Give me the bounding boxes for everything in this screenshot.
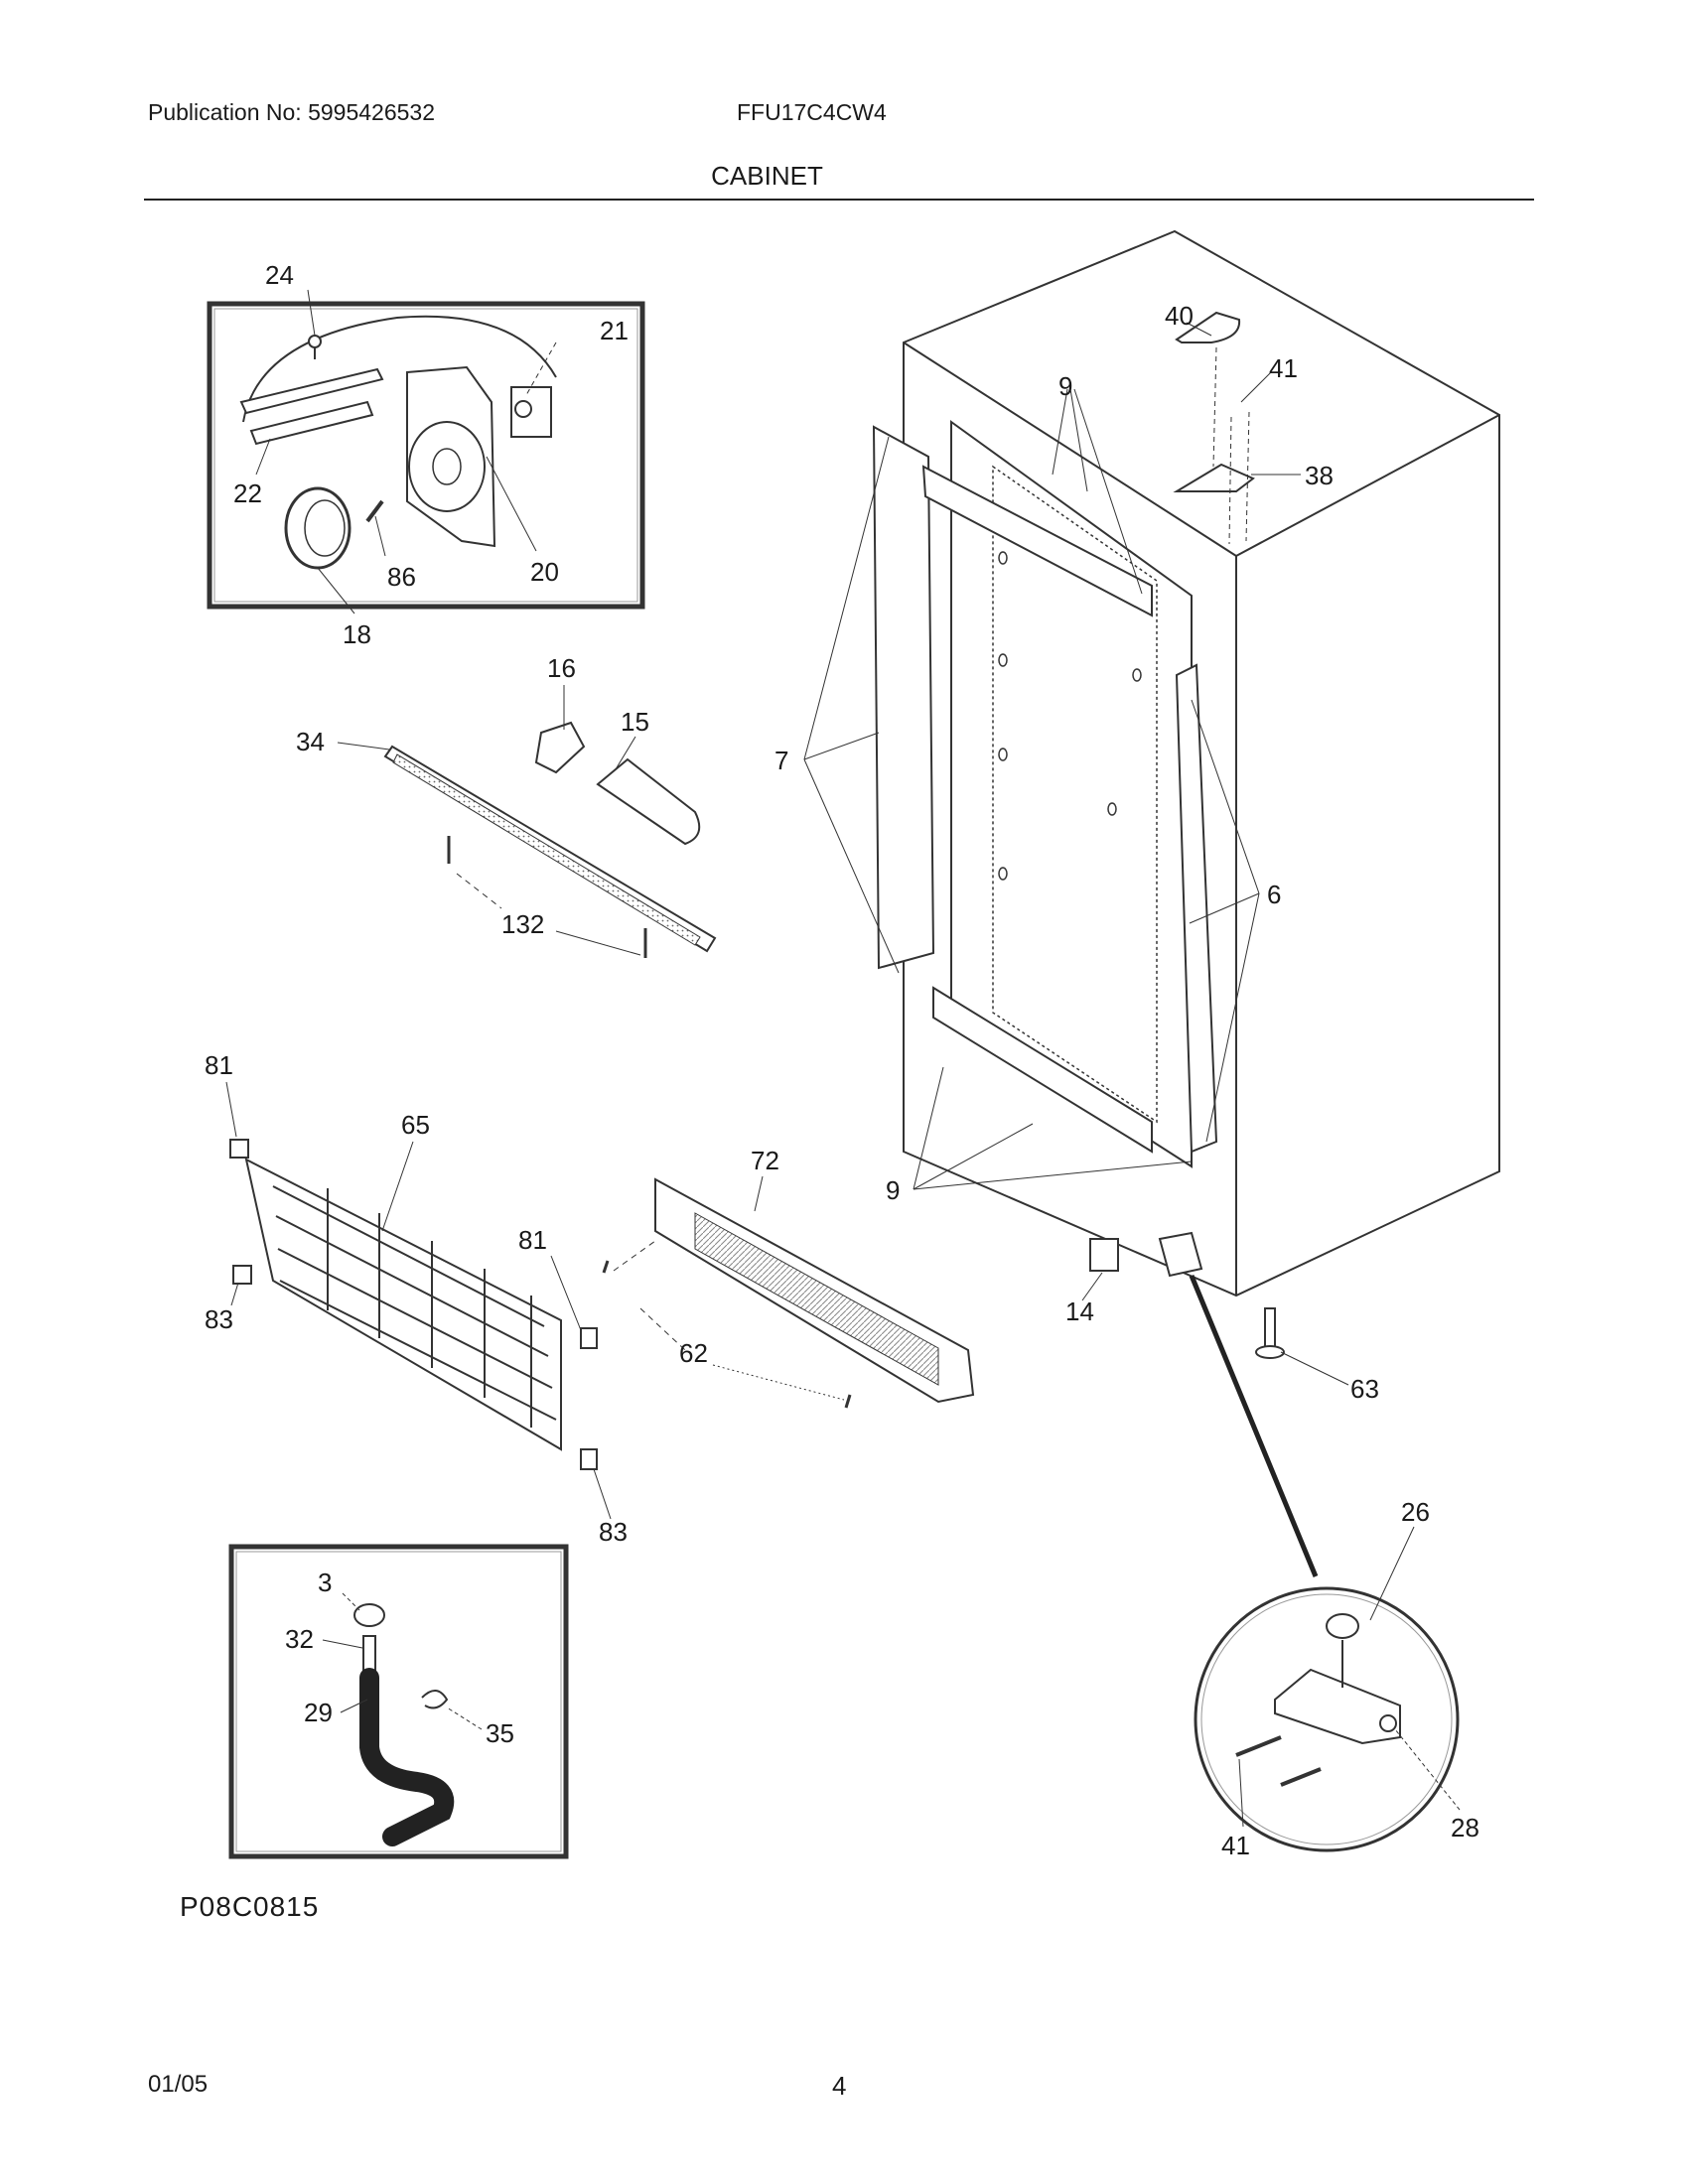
callout-83-bottom: 83 bbox=[599, 1517, 628, 1547]
callout-24: 24 bbox=[265, 260, 294, 290]
callout-41-detail: 41 bbox=[1221, 1831, 1250, 1860]
callout-34: 34 bbox=[296, 727, 325, 756]
callout-62: 62 bbox=[679, 1338, 708, 1368]
control-assembly-inset: 24 21 22 86 20 bbox=[207, 260, 645, 614]
publication-number: Publication No: 5995426532 bbox=[148, 99, 436, 125]
page-number: 4 bbox=[832, 2071, 847, 2101]
callout-86: 86 bbox=[387, 562, 416, 592]
figure-id: P08C0815 bbox=[180, 1891, 320, 1922]
callout-21: 21 bbox=[600, 316, 629, 345]
callout-132: 132 bbox=[501, 909, 544, 939]
callout-7: 7 bbox=[774, 746, 788, 775]
callout-20: 20 bbox=[530, 557, 559, 587]
drain-inset: 3 32 29 35 bbox=[228, 1544, 569, 1859]
callout-26: 26 bbox=[1401, 1497, 1430, 1527]
callout-9-top: 9 bbox=[1058, 371, 1072, 401]
callout-41-top: 41 bbox=[1269, 353, 1298, 383]
wire-basket bbox=[229, 1139, 598, 1470]
light-assembly: 34 16 15 132 bbox=[296, 653, 717, 958]
callout-15: 15 bbox=[621, 707, 649, 737]
callout-38: 38 bbox=[1305, 461, 1334, 490]
callout-16: 16 bbox=[547, 653, 576, 683]
callout-40: 40 bbox=[1165, 301, 1194, 331]
callout-35: 35 bbox=[486, 1718, 514, 1748]
callout-29: 29 bbox=[304, 1698, 333, 1727]
header-rule bbox=[144, 199, 1534, 201]
hinge-detail bbox=[1189, 1275, 1461, 1852]
callout-6: 6 bbox=[1267, 880, 1281, 909]
callout-63: 63 bbox=[1350, 1374, 1379, 1404]
cabinet-body bbox=[872, 229, 1500, 1359]
footer-date: 01/05 bbox=[148, 2071, 209, 2098]
callout-14: 14 bbox=[1065, 1297, 1094, 1326]
callout-32: 32 bbox=[285, 1624, 314, 1654]
callout-83-left: 83 bbox=[205, 1304, 233, 1334]
cabinet-leaders bbox=[803, 322, 1349, 1386]
callout-28: 28 bbox=[1451, 1813, 1479, 1843]
callout-81-top: 81 bbox=[205, 1050, 233, 1080]
callout-3: 3 bbox=[318, 1568, 332, 1597]
section-title: CABINET bbox=[711, 161, 823, 191]
callout-72: 72 bbox=[751, 1146, 779, 1175]
callout-9-bottom: 9 bbox=[886, 1175, 900, 1205]
callout-22: 22 bbox=[233, 478, 262, 508]
model-number: FFU17C4CW4 bbox=[737, 99, 887, 125]
toe-grille: 72 62 bbox=[602, 1146, 975, 1409]
callout-81-right: 81 bbox=[518, 1225, 547, 1255]
callout-18: 18 bbox=[343, 619, 371, 649]
callout-65: 65 bbox=[401, 1110, 430, 1140]
